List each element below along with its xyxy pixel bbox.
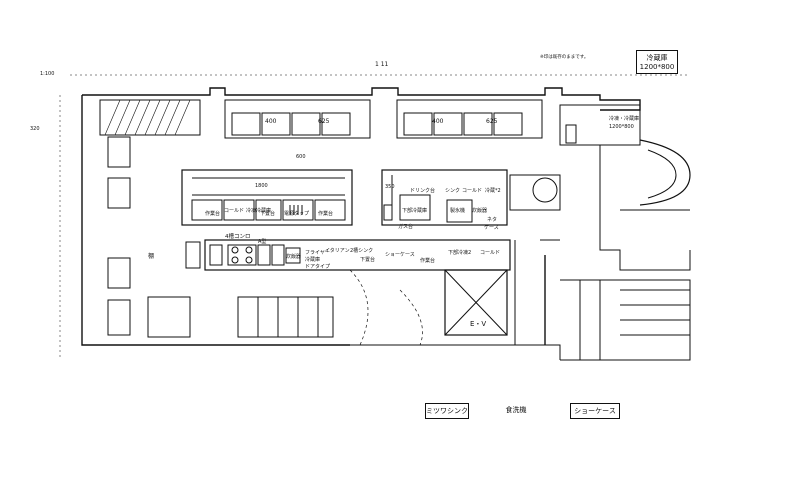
left-box-2 — [107, 177, 131, 209]
right-block-label-10: ケース — [484, 224, 499, 231]
left-box-3 — [107, 257, 131, 289]
right-block-dim: 350 — [385, 184, 395, 190]
bottom-unit-2 — [237, 296, 334, 338]
left-box-4 — [107, 299, 131, 336]
legend-washer-label: 食洗機 — [505, 406, 527, 414]
right-block-label-3: コールド — [462, 188, 482, 194]
line-label-4: 冷蔵庫 — [305, 256, 320, 263]
legend-washer: 食洗機 — [505, 404, 527, 416]
top-tick: 1 11 — [375, 61, 389, 68]
island-label-1: 作業台 — [205, 210, 220, 217]
elevator-label: E・V — [470, 320, 486, 328]
right-block-label-4: 冷蔵*2 — [485, 187, 501, 194]
island-label-6: 作業台 — [318, 210, 333, 217]
upper-counter-1-w2: 625 — [318, 118, 330, 125]
upper-counter-2 — [396, 99, 543, 139]
upper-counter-2-w2: 625 — [486, 118, 498, 125]
right-block-label-1: ドリンク台 — [410, 187, 435, 194]
line-label-5: 2槽シンク — [350, 247, 373, 254]
cooking-line — [204, 239, 511, 271]
elevator-shaft — [444, 269, 508, 336]
line-label-9: コールド — [480, 250, 500, 256]
right-block — [381, 169, 508, 226]
legend-sink: ミツワシンク — [425, 403, 469, 419]
line-label-10: 作業台 — [420, 257, 435, 264]
island-dim: 600 — [296, 154, 306, 160]
line-label-7: ショーケース — [385, 251, 415, 258]
line-label-3: フライヤー — [305, 250, 330, 256]
line-label-2: 炊飯器 — [286, 253, 301, 260]
left-label: 棚 — [148, 252, 154, 260]
refrigerator-box: 冷蔵庫 1200*800 — [636, 50, 678, 74]
line-label-11: A型 — [258, 238, 266, 245]
line-label-1: 4槽コンロ — [225, 232, 251, 240]
right-block-label-9: ネタ — [487, 216, 497, 223]
island-label-4: 下置台 — [260, 210, 275, 217]
right-block-label-5: 下部冷蔵庫 — [402, 207, 427, 214]
hatched-wall — [99, 99, 201, 136]
line-label-13: ドアタイプ — [305, 263, 330, 270]
right-block-label-6: 製氷機 — [450, 207, 465, 214]
burner-block — [227, 244, 257, 266]
right-cooler-size: 1200*800 — [609, 124, 634, 130]
line-label-12: イタリアン — [325, 247, 350, 254]
refrigerator-title: 冷蔵庫 — [646, 54, 668, 62]
right-block-label-8: ガス台 — [398, 223, 413, 230]
outer-wall — [82, 87, 641, 111]
right-block-label-2: シンク — [445, 188, 460, 194]
island-top-label: 1800 — [255, 183, 268, 189]
outer-wall-left — [81, 95, 350, 346]
upper-counter-1 — [224, 99, 371, 139]
island-label-5: 電源タップ — [284, 210, 309, 217]
legend-showcase-label: ショーケース — [574, 407, 616, 415]
top-right-note: ※印は既存のままです。 — [540, 53, 588, 60]
upper-counter-2-w1: 400 — [432, 118, 444, 125]
left-margin: 320 — [30, 126, 40, 132]
legend-showcase: ショーケース — [570, 403, 620, 419]
island-label-2: コールド — [224, 208, 244, 214]
line-label-8: 下部冷凍2 — [448, 249, 471, 256]
line-label-6: 下置台 — [360, 256, 375, 263]
bottom-unit-1 — [147, 296, 191, 338]
island-label-3: 冷凍冷蔵庫 — [246, 207, 271, 214]
refrigerator-size: 1200*800 — [639, 63, 675, 71]
upper-counter-1-w1: 400 — [265, 118, 277, 125]
legend-sink-label: ミツワシンク — [426, 407, 468, 415]
right-block-label-7: 炊飯器 — [472, 207, 487, 214]
outer-wall-bottom — [350, 344, 561, 360]
right-cooler-title: 冷凍・冷蔵庫 — [609, 115, 639, 122]
center-island — [181, 169, 353, 226]
left-box-1 — [107, 136, 131, 168]
scale-note: 1:100 — [40, 71, 54, 77]
